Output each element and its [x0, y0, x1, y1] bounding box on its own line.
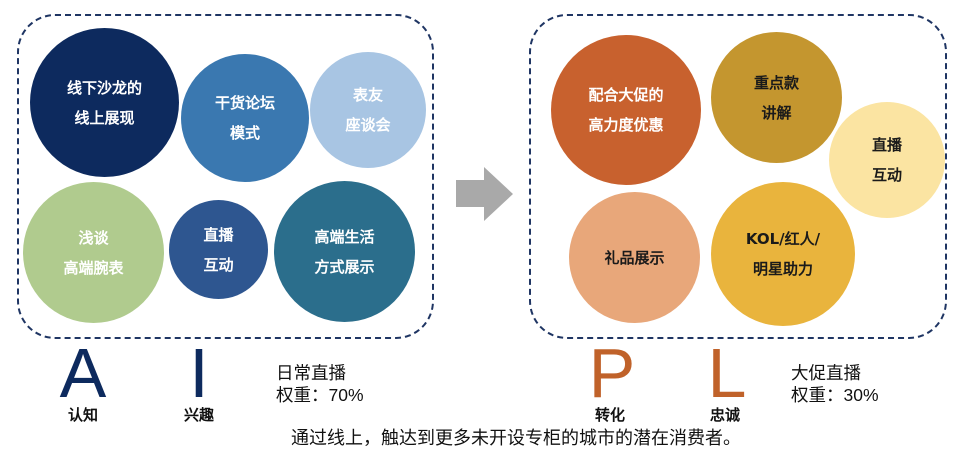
bubble-luxury-lifestyle: 高端生活 方式展示	[274, 181, 415, 322]
right-arrow-icon	[456, 167, 513, 221]
bubble-line: 直播	[871, 136, 902, 154]
bubble-line: 线上展现	[74, 108, 135, 127]
bubble-line: 礼品展示	[604, 248, 665, 267]
channel-name: 日常直播	[276, 363, 346, 383]
stage-label-loyalty: 忠诚	[709, 406, 740, 424]
bubble-line: 方式展示	[314, 257, 375, 276]
bubble-line: 高端生活	[314, 227, 375, 246]
channel-promo-live: 大促直播 权重：30%	[791, 362, 879, 406]
bubble-kol-celebrity-support: KOL/红人/ 明星助力	[711, 182, 855, 326]
bubble-line: 重点款	[753, 73, 799, 92]
awareness-interest-group-box	[17, 14, 434, 339]
bubble-line: 明星助力	[752, 260, 813, 278]
channel-daily-live: 日常直播 权重：70%	[276, 362, 364, 406]
bubble-line: 线下沙龙的	[66, 78, 142, 97]
bubble-line: 互动	[203, 255, 234, 274]
bubble-line: 讲解	[761, 103, 792, 122]
stage-label-interest: 兴趣	[183, 406, 214, 424]
bubble-line: 浅谈	[78, 228, 109, 247]
bubble-line: 表友	[352, 86, 383, 104]
bubble-line: 配合大促的	[588, 86, 664, 104]
bubble-luxury-watch-talk: 浅谈 高端腕表	[23, 182, 164, 323]
stage-label-purchase: 转化	[594, 406, 625, 424]
bubble-line: 互动	[871, 166, 902, 184]
bubble-line: KOL/红人/	[745, 230, 821, 248]
bubble-line: 模式	[229, 124, 260, 142]
channel-weight: 权重：30%	[791, 385, 879, 405]
bubble-live-interaction: 直播 互动	[169, 200, 268, 299]
footer-note: 通过线上，触达到更多未开设专柜的城市的潜在消费者。	[291, 428, 741, 448]
channel-weight: 权重：70%	[276, 385, 364, 405]
bubble-watch-friends-meetup: 表友 座谈会	[310, 52, 426, 168]
channel-name: 大促直播	[791, 363, 861, 383]
bubble-key-product-explain: 重点款 讲解	[711, 32, 842, 163]
stage-letter-a: A	[59, 334, 107, 412]
stage-label-awareness: 认知	[67, 406, 98, 424]
stage-letter-l: L	[707, 334, 747, 412]
bubble-line: 座谈会	[345, 116, 391, 134]
bubble-line: 高端腕表	[63, 258, 124, 277]
bubble-gift-showcase: 礼品展示	[569, 192, 700, 323]
bubble-dry-goods-forum: 干货论坛 模式	[181, 54, 309, 182]
bubble-line: 直播	[203, 225, 234, 244]
bubble-offline-salon-online: 线下沙龙的 线上展现	[30, 28, 179, 177]
bubble-line: 干货论坛	[214, 94, 275, 112]
bubble-live-interaction: 直播 互动	[829, 102, 945, 218]
purchase-loyalty-group-box	[529, 14, 947, 339]
bubble-line: 高力度优惠	[588, 116, 664, 134]
stage-letter-p: P	[588, 334, 636, 412]
bubble-promo-discount: 配合大促的 高力度优惠	[551, 35, 701, 185]
stage-letter-i: I	[189, 334, 209, 412]
